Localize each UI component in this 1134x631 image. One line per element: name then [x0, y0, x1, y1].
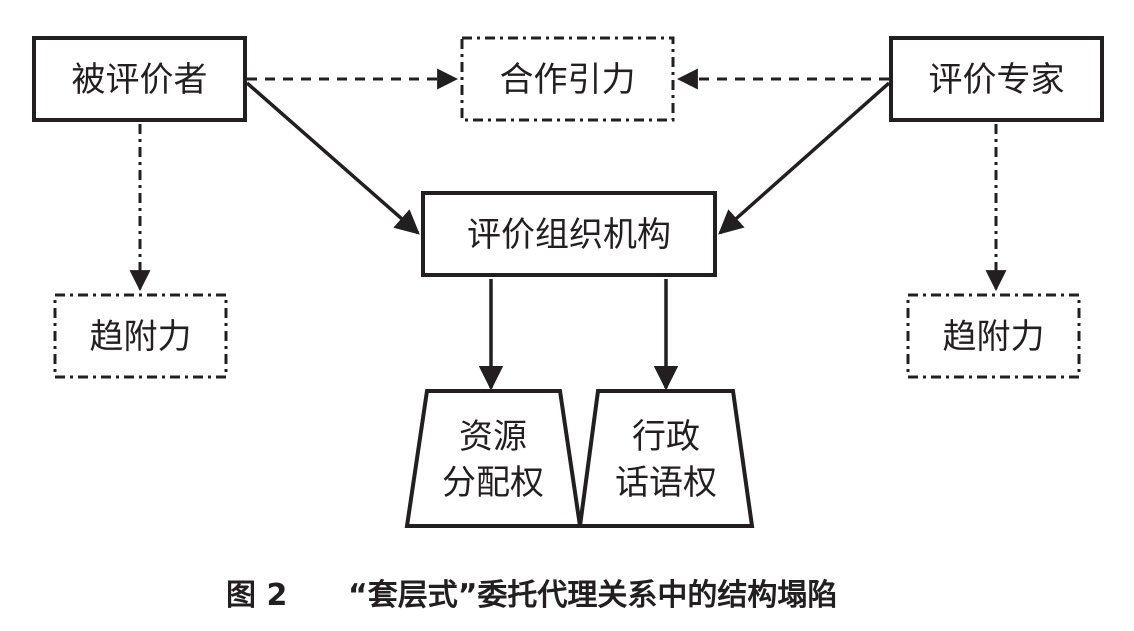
node-resource-allocation: 资源 分配权: [404, 389, 583, 528]
node-admin-line1: 行政: [632, 417, 700, 457]
edge-evaluatee-to-organization: [245, 81, 420, 235]
node-resource-line1: 资源: [459, 417, 527, 457]
node-experts-label: 评价专家: [929, 60, 1065, 100]
node-experts: 评价专家: [889, 36, 1104, 122]
edge-experts-to-organization: [718, 81, 891, 235]
figure-title: “套层式”委托代理关系中的结构塌陷: [348, 578, 837, 613]
node-organization-label: 评价组织机构: [467, 215, 671, 255]
node-evaluatee-label: 被评价者: [72, 60, 208, 100]
node-admin-line2: 话语权: [615, 463, 717, 503]
node-administrative-voice: 行政 话语权: [577, 389, 755, 528]
figure-number: 图 2: [226, 578, 287, 613]
node-resource-line2: 分配权: [442, 463, 544, 503]
node-attach-left: 趋附力: [53, 293, 228, 379]
node-cooperation-label: 合作引力: [500, 60, 636, 100]
node-cooperation: 合作引力: [460, 36, 675, 122]
node-attach-right: 趋附力: [906, 293, 1081, 379]
node-attach-left-label: 趋附力: [90, 317, 192, 357]
figure-caption: 图 2 “套层式”委托代理关系中的结构塌陷: [226, 578, 837, 613]
node-attach-right-label: 趋附力: [943, 317, 1045, 357]
node-evaluatee: 被评价者: [32, 36, 247, 122]
node-organization: 评价组织机构: [421, 191, 717, 277]
